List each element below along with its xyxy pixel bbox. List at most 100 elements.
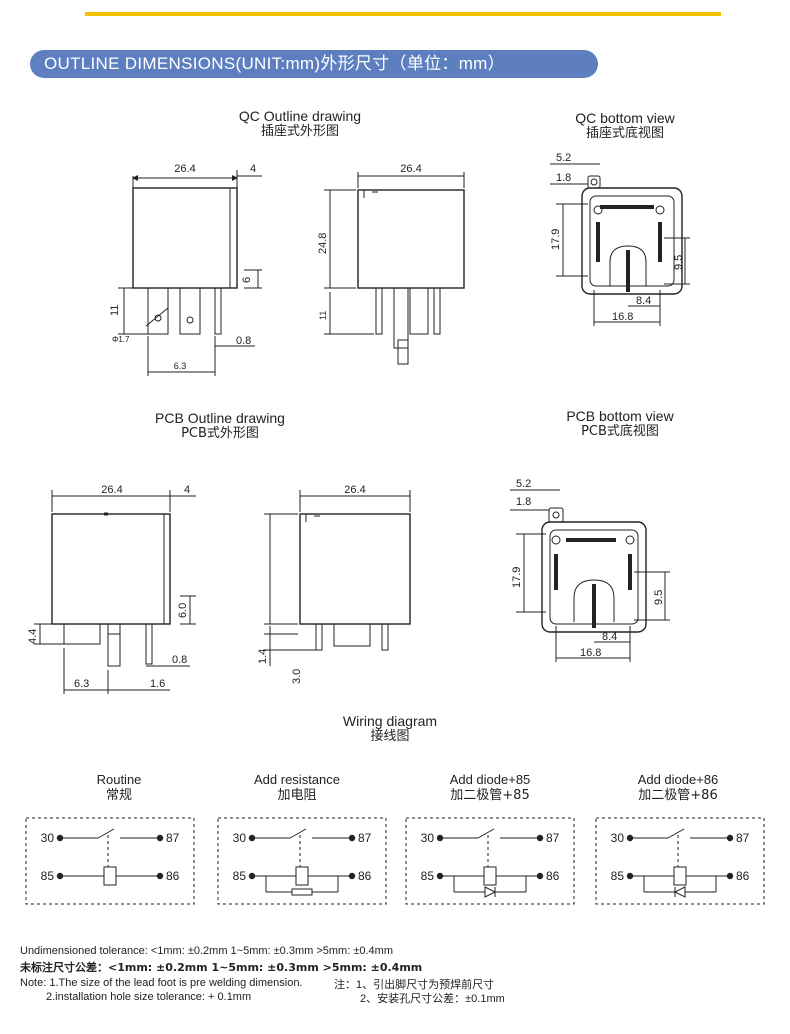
dim-qc-bottom-b: 1.8 (556, 172, 571, 184)
wiring-en: Wiring diagram (342, 713, 438, 729)
pin-label-30: 30 (611, 831, 625, 845)
qc-bottom-en: QC bottom view (575, 110, 675, 126)
dim-qc-front-t08: 0.8 (236, 335, 251, 347)
dim-pcb-bottom-c: 17.9 (511, 567, 523, 588)
dim-qc-bottom-f: 16.8 (612, 311, 633, 323)
pcb-bottom-zh: PCB式底视图 (581, 424, 659, 439)
tolerance-en: Undimensioned tolerance: <1mm: ±0.2mm 1~… (20, 945, 393, 957)
note2-en: 2.installation hole size tolerance: + 0.… (46, 991, 252, 1003)
pin-label-85: 85 (233, 869, 247, 883)
pin-label-87: 87 (358, 831, 372, 845)
note1-en: Note: 1.The size of the lead foot is pre… (20, 977, 303, 989)
dim-qc-front-pin11: 11 (109, 305, 121, 316)
dim-pcb-side-h30: 3.0 (291, 669, 303, 684)
wiring-label: Wiring diagram 接线图 (320, 713, 460, 745)
pcb-bottom-en: PCB bottom view (566, 408, 674, 424)
pin-label-30: 30 (421, 831, 435, 845)
qc-front-drawing (118, 170, 262, 376)
dim-pcb-bottom-f: 16.8 (580, 647, 601, 659)
note2-zh: 2、安装孔尺寸公差：±0.1mm (360, 993, 505, 1005)
dim-qc-side-pin11: 11 (318, 311, 328, 320)
resistor (291, 888, 313, 896)
pin-label-86: 86 (358, 869, 372, 883)
dim-pcb-bottom-d: 9.5 (653, 590, 665, 605)
pin-label-86: 86 (166, 869, 180, 883)
dim-qc-bottom-c: 17.9 (550, 229, 562, 250)
dim-pcb-front-pinoff: 4 (184, 484, 190, 496)
pcb-side-drawing (264, 490, 411, 666)
pin-label-85: 85 (421, 869, 435, 883)
qc-bottom-zh: 插座式底视图 (585, 126, 664, 141)
qc-outline-en: QC Outline drawing (238, 108, 362, 124)
switch-contact (477, 828, 495, 839)
dim-qc-front-pinoff: 4 (250, 163, 256, 175)
pin-label-85: 85 (41, 869, 55, 883)
qc-outline-zh: 插座式外形图 (260, 124, 339, 139)
wiring-diode86-en: Add diode+86 (637, 772, 719, 787)
dim-qc-front-hole: Φ1.7 (112, 335, 130, 344)
dim-qc-side-height: 24.8 (317, 233, 329, 254)
wiring-routine-zh: 常规 (105, 788, 132, 803)
pcb-outline-label: PCB Outline drawing PCB式外形图 (130, 410, 310, 442)
dim-pcb-side-h14: 1.4 (257, 649, 269, 664)
wiring-resistance-zh: 加电阻 (277, 788, 317, 803)
wiring-diode86-label: Add diode+86 加二极管+86 (608, 772, 748, 804)
switch-contact (667, 828, 685, 839)
pin-label-86: 86 (546, 869, 560, 883)
pin-label-87: 87 (736, 831, 750, 845)
qc-bottom-label: QC bottom view 插座式底视图 (545, 110, 705, 142)
dim-qc-bottom-d: 9.5 (673, 255, 685, 270)
wiring-zh: 接线图 (370, 729, 410, 744)
switch-contact (97, 828, 115, 839)
dim-pcb-front-t08: 0.8 (172, 654, 187, 666)
pin-label-87: 87 (546, 831, 560, 845)
wiring-diode85-zh: 加二极管+85 (450, 788, 530, 803)
qc-bottom-drawing (550, 163, 690, 326)
switch-contact (289, 828, 307, 839)
pin-label-30: 30 (41, 831, 55, 845)
pcb-outline-en: PCB Outline drawing (155, 410, 285, 426)
wiring-diode85-en: Add diode+85 (449, 772, 531, 787)
wiring-resistance-en: Add resistance (254, 772, 340, 787)
qc-side-drawing (324, 172, 465, 365)
pin-label-30: 30 (233, 831, 247, 845)
pcb-bottom-label: PCB bottom view PCB式底视图 (540, 408, 700, 440)
wiring-resistance-label: Add resistance 加电阻 (232, 772, 362, 804)
dim-pcb-side-width: 26.4 (344, 484, 365, 496)
dim-qc-front-h6: 6 (241, 277, 253, 283)
pin-label-86: 86 (736, 869, 750, 883)
dim-pcb-bottom-a: 5.2 (516, 478, 531, 490)
qc-outline-label: QC Outline drawing 插座式外形图 (210, 108, 390, 140)
pin-label-87: 87 (166, 831, 180, 845)
pcb-bottom-drawing (510, 489, 670, 662)
dim-qc-bottom-e: 8.4 (636, 295, 651, 307)
dim-qc-front-p63: 6.3 (174, 361, 187, 371)
wiring-diagram-diode85: 30 87 85 86 (405, 817, 575, 905)
wiring-routine-en: Routine (96, 772, 142, 787)
wiring-diagram-routine: 30 87 85 86 (25, 817, 195, 905)
coil (103, 866, 117, 886)
dim-qc-front-width: 26.4 (174, 163, 195, 175)
coil (295, 866, 309, 886)
page-title: OUTLINE DIMENSIONS(UNIT:mm)外形尺寸（单位：mm） (30, 50, 598, 78)
coil (483, 866, 497, 886)
dim-pcb-front-width: 26.4 (101, 484, 122, 496)
top-accent-line (85, 12, 721, 16)
dim-qc-side-width: 26.4 (400, 163, 421, 175)
tolerance-zh: 未标注尺寸公差：<1mm: ±0.2mm 1~5mm: ±0.3mm >5mm:… (20, 961, 423, 974)
wiring-diode85-label: Add diode+85 加二极管+85 (420, 772, 560, 804)
wiring-diode86-zh: 加二极管+86 (638, 788, 718, 803)
pcb-front-drawing (34, 490, 196, 694)
wiring-routine-label: Routine 常规 (54, 772, 184, 804)
dim-pcb-front-h6: 6.0 (177, 603, 189, 618)
pcb-outline-zh: PCB式外形图 (181, 426, 259, 441)
dim-pcb-bottom-b: 1.8 (516, 496, 531, 508)
diode (673, 886, 686, 898)
dim-qc-bottom-a: 5.2 (556, 152, 571, 164)
coil (673, 866, 687, 886)
dim-pcb-front-h44: 4.4 (27, 629, 39, 644)
diode (484, 886, 497, 898)
dim-pcb-front-p16: 1.6 (150, 678, 165, 690)
note1-zh: 注：1、引出脚尺寸为预焊前尺寸 (334, 979, 495, 991)
